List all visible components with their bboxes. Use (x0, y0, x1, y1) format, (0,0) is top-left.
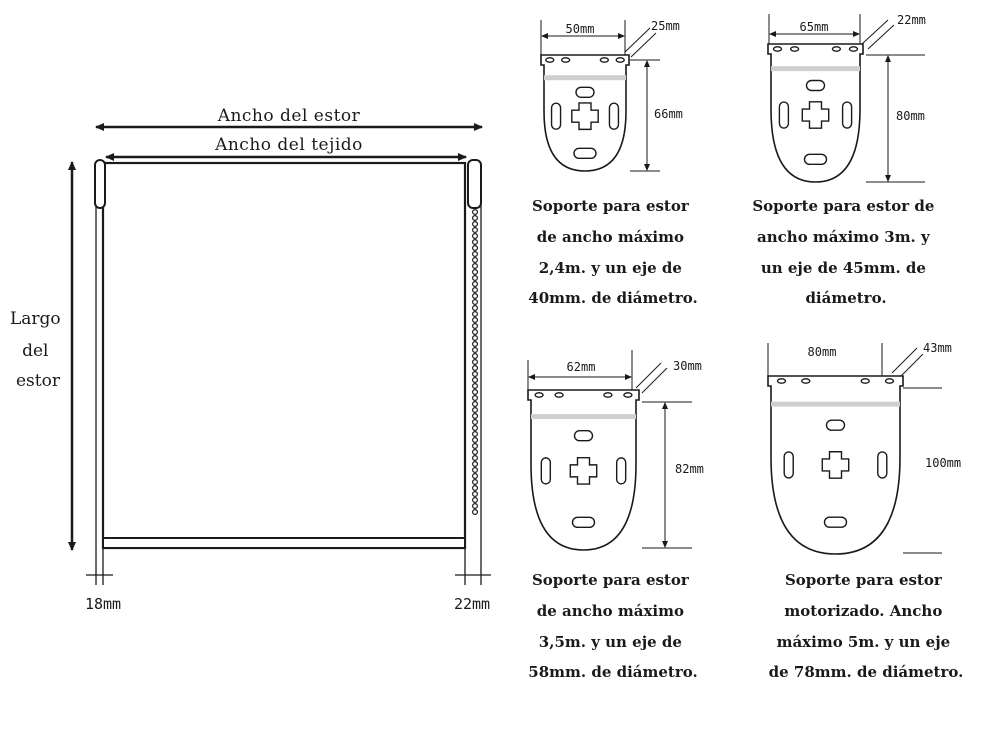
axle-cross-hole (821, 451, 850, 479)
chain-bead (472, 221, 479, 228)
chain-bead (472, 299, 479, 306)
chain-bead (472, 359, 479, 366)
pull-chain (472, 209, 479, 516)
bracket-3-width: 62mm (567, 360, 596, 374)
chain-bead (472, 209, 479, 216)
chain-bead (472, 275, 479, 282)
chain-bead (472, 257, 479, 264)
chain-bead (472, 341, 479, 348)
chain-bead (472, 305, 479, 312)
bottom-bar (102, 537, 466, 549)
chain-bead (472, 377, 479, 384)
chain-bead (472, 239, 479, 246)
chain-bead (472, 455, 479, 462)
roller-blind: Ancho del estor Ancho del tejido Largo d… (10, 106, 491, 613)
chain-bead (472, 431, 479, 438)
bracket-2-depth: 22mm (897, 13, 926, 27)
chain-bead (472, 215, 479, 222)
chain-bead (472, 425, 479, 432)
blind-width-label: Ancho del estor (217, 106, 361, 126)
bracket-4-width: 80mm (808, 345, 837, 359)
chain-bead (472, 473, 479, 480)
right-control-cap (467, 159, 482, 209)
left-end-cap (94, 159, 106, 209)
chain-bead (472, 461, 479, 468)
bracket-1-depth: 25mm (651, 19, 680, 33)
bracket-1-caption: Soporte para estor de ancho máximo 2,4m.… (528, 197, 697, 307)
chain-bead (472, 353, 479, 360)
chain-bead (472, 233, 479, 240)
axle-cross-hole (569, 456, 598, 485)
chain-bead (472, 263, 479, 270)
chain-bead (472, 437, 479, 444)
chain-bead (472, 509, 479, 516)
chain-bead (472, 269, 479, 276)
chain-bead (472, 251, 479, 258)
chain-bead (472, 329, 479, 336)
chain-bead (472, 419, 479, 426)
axle-cross-hole (801, 101, 830, 129)
bracket-3-height: 82mm (675, 462, 704, 476)
bracket-3: 62mm 30mm 82mm Soporte para estor de anc… (527, 350, 704, 681)
bracket-2-height: 80mm (896, 109, 925, 123)
chain-bead (472, 449, 479, 456)
bracket-4: 80mm 43mm 100mm Soporte para estor motor… (767, 341, 964, 681)
bracket-2-width: 65mm (800, 20, 829, 34)
bracket-4-height: 100mm (925, 456, 961, 470)
bracket-2: 65mm 22mm 80mm Soporte para estor de anc… (752, 13, 939, 307)
bracket-1-height: 66mm (654, 107, 683, 121)
chain-bead (472, 383, 479, 390)
fabric-panel (101, 161, 467, 550)
chain-bead (472, 293, 479, 300)
chain-bead (472, 335, 479, 342)
chain-bead (472, 365, 479, 372)
chain-bead (472, 389, 479, 396)
chain-bead (472, 311, 479, 318)
chain-bead (472, 245, 479, 252)
chain-bead (472, 503, 479, 510)
chain-bead (472, 317, 479, 324)
left-offset-label: 18mm (85, 595, 121, 613)
chain-bead (472, 479, 479, 486)
chain-bead (472, 287, 479, 294)
chain-bead (472, 443, 479, 450)
chain-bead (472, 467, 479, 474)
bracket-1-width: 50mm (566, 22, 595, 36)
blind-length-label: Largo del estor (10, 309, 66, 391)
chain-bead (472, 347, 479, 354)
chain-bead (472, 281, 479, 288)
chain-bead (472, 413, 479, 420)
chain-bead (472, 395, 479, 402)
bracket-3-caption: Soporte para estor de ancho máximo 3,5m.… (528, 571, 697, 681)
chain-bead (472, 227, 479, 234)
bracket-4-caption: Soporte para estor motorizado. Ancho máx… (769, 571, 964, 681)
chain-bead (472, 401, 479, 408)
chain-bead (472, 497, 479, 504)
chain-bead (472, 323, 479, 330)
chain-bead (472, 485, 479, 492)
bracket-2-caption: Soporte para estor de ancho máximo 3m. y… (752, 197, 939, 307)
right-offset-label: 22mm (454, 595, 490, 613)
bracket-3-depth: 30mm (673, 359, 702, 373)
chain-bead (472, 371, 479, 378)
axle-cross-hole (571, 102, 599, 131)
bracket-4-depth: 43mm (923, 341, 952, 355)
chain-bead (472, 407, 479, 414)
bracket-1: 50mm 25mm 66mm Soporte para estor de anc… (528, 19, 697, 307)
fabric-width-label: Ancho del tejido (214, 135, 363, 155)
chain-bead (472, 491, 479, 498)
